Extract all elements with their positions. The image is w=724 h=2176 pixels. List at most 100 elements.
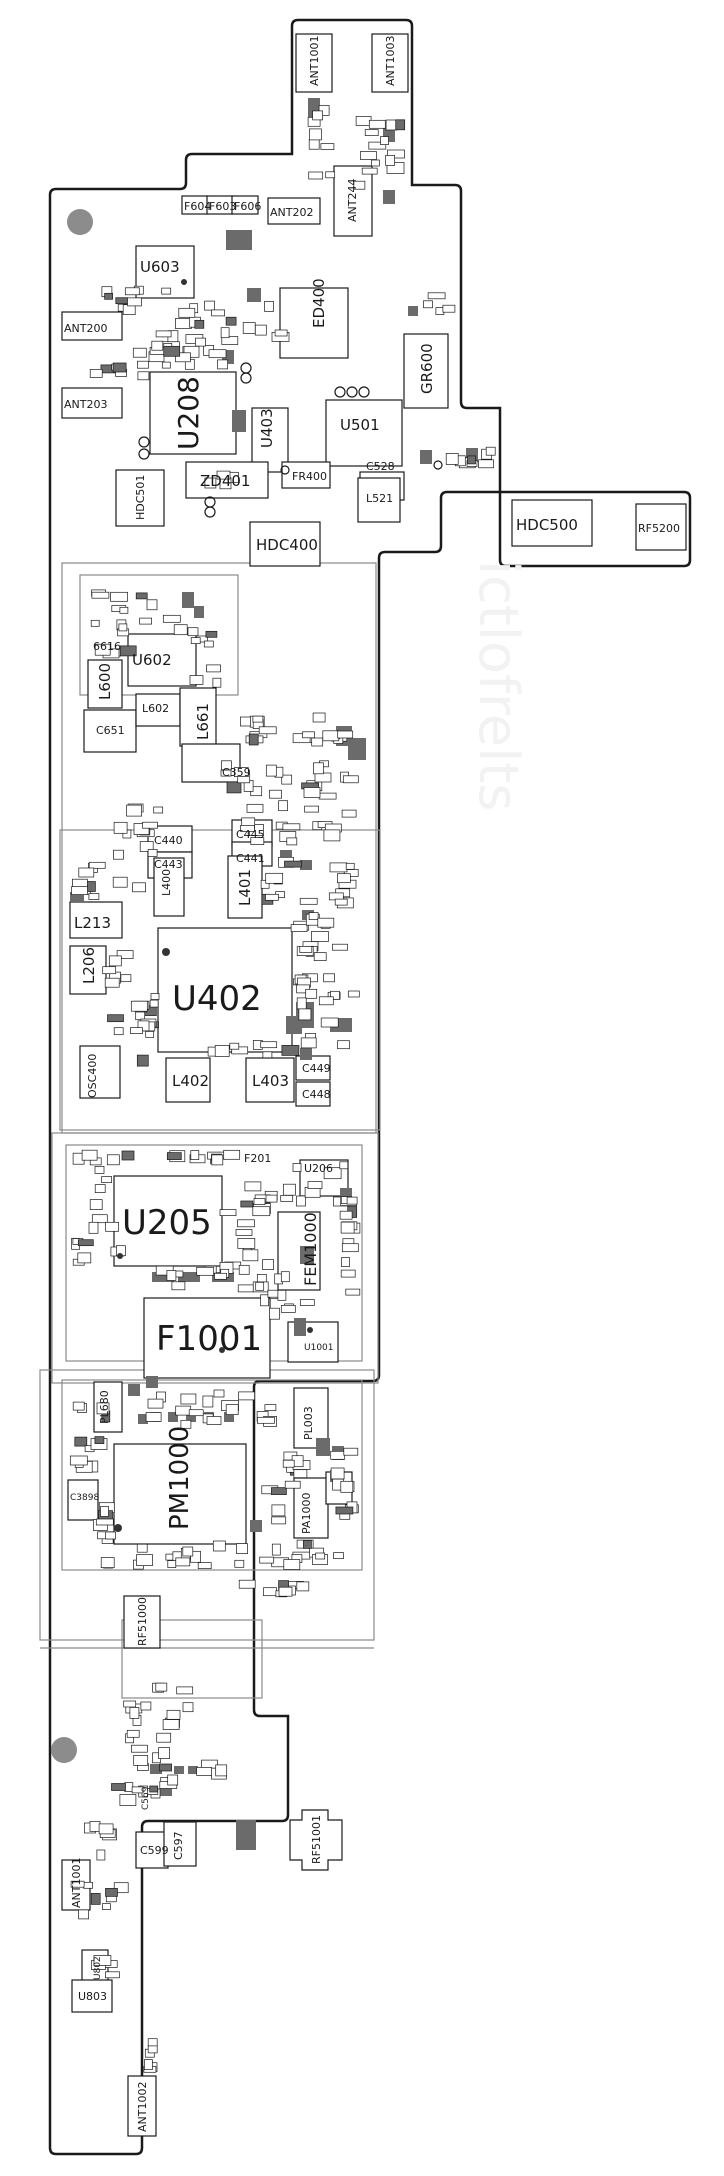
passive-component [269,1307,280,1320]
passive-component [274,329,288,337]
passive-component [70,1880,85,1888]
label-u208: U208 [172,376,205,450]
passive-component [88,893,100,900]
passive-component [246,803,264,813]
passive-component [120,974,132,983]
passive-component [162,1719,180,1730]
passive-component [96,1849,106,1861]
passive-component [255,1281,265,1291]
passive-component [113,849,124,860]
passive-component [238,1391,255,1401]
passive-component [385,155,395,166]
passive-component [110,591,128,602]
passive-component [74,1436,88,1447]
passive-component [240,716,251,727]
passive-component [333,1552,344,1559]
passive-component [130,1000,148,1012]
passive-component [102,966,117,975]
passive-component [263,1587,277,1597]
passive-component [253,1198,266,1205]
passive-component [262,1259,274,1270]
mount-hole [67,209,93,235]
label-c443: C443 [154,858,183,871]
passive-component [94,1184,106,1193]
passive-component [163,345,181,357]
label-hdc400: HDC400 [256,536,318,554]
passive-component [329,862,348,873]
passive-component [105,1531,116,1540]
label-f606: F606 [234,200,261,213]
passive-component [240,825,255,832]
passive-component [225,316,237,326]
passive-component [139,617,152,625]
passive-component [132,347,147,358]
passive-component [355,116,372,126]
passive-component [195,337,206,347]
label-f1001: F1001 [156,1319,262,1359]
passive-component [442,304,456,313]
passive-component [127,297,142,307]
passive-component [322,730,340,742]
passive-component [175,352,191,363]
inner-region-outlines [39,562,381,1699]
passive-component [146,599,158,611]
passive-component [280,1271,290,1283]
passive-component [332,943,348,951]
passive-component [303,787,321,798]
label-rf5200: RF5200 [638,522,680,535]
passive-component [147,1398,164,1409]
passive-component [151,340,164,351]
label-fem1000: FEM1000 [301,1212,320,1286]
passive-component [320,143,335,150]
label-f603: F603 [209,200,236,213]
passive-component [189,675,204,685]
passive-component [217,359,228,370]
passive-component [265,872,284,884]
passive-component [204,300,215,311]
passive-component [104,292,113,300]
passive-component [188,1409,204,1417]
passive-component [445,453,459,465]
passive-component [77,1252,92,1264]
label-hdc501: HDC501 [134,475,147,520]
passive-component [237,1219,255,1228]
passive-component [94,643,111,656]
passive-component [467,455,476,465]
passive-component [280,1305,296,1313]
passive-component [215,1764,228,1777]
passive-component [264,1404,277,1411]
passive-component [94,1436,105,1444]
passive-component [308,171,324,180]
passive-component [105,1888,118,1897]
passive-component [100,1557,115,1568]
passive-component [360,151,377,160]
label-c445: C445 [236,828,265,841]
passive-component [180,1393,197,1405]
passive-component [118,623,128,632]
passive-component [314,772,332,783]
passive-component [202,1395,214,1408]
passive-component [113,821,128,834]
passive-component [162,614,181,623]
passive-component [131,1744,148,1753]
passive-component [135,592,148,600]
passive-component [89,1199,103,1210]
passive-component [371,159,380,167]
passive-component [175,1557,191,1567]
passive-component [387,149,405,159]
passive-component [194,319,205,329]
passive-component [145,1412,162,1422]
passive-component [139,841,154,852]
label-l403: L403 [252,1072,289,1090]
passive-component [260,879,270,889]
passive-component [278,1586,293,1597]
label-u206: U206 [304,1162,333,1175]
passive-component [112,876,128,888]
passive-component [236,1543,248,1554]
passive-component [364,129,379,136]
passive-component [159,1763,172,1772]
passive-component [129,1707,140,1719]
passive-component [221,336,239,345]
passive-component [201,1759,218,1769]
passive-component [196,1767,212,1776]
